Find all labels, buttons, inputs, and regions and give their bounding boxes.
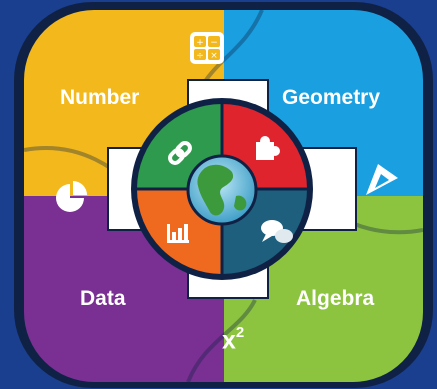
- label-algebra: Algebra: [296, 287, 375, 310]
- bar-chart-icon: [167, 224, 189, 243]
- link-icon: [168, 141, 192, 165]
- x-exponent: 2: [235, 324, 245, 341]
- svg-text:÷: ÷: [196, 51, 204, 61]
- calculator-icon: + − ÷ ×: [190, 32, 224, 64]
- globe-icon: [186, 154, 258, 226]
- speech-bubbles-icon: [261, 220, 293, 243]
- x-squared-icon: x2: [222, 324, 245, 355]
- puzzle-icon: [256, 136, 280, 160]
- label-number: Number: [60, 86, 140, 109]
- pie-chart-icon: [56, 181, 87, 212]
- svg-text:×: ×: [210, 51, 218, 61]
- triangle-ruler-icon: [366, 164, 398, 195]
- label-data: Data: [80, 287, 126, 310]
- svg-text:+: +: [196, 38, 204, 48]
- x-base: x: [222, 326, 236, 355]
- svg-text:−: −: [210, 38, 218, 48]
- label-geometry: Geometry: [282, 86, 381, 109]
